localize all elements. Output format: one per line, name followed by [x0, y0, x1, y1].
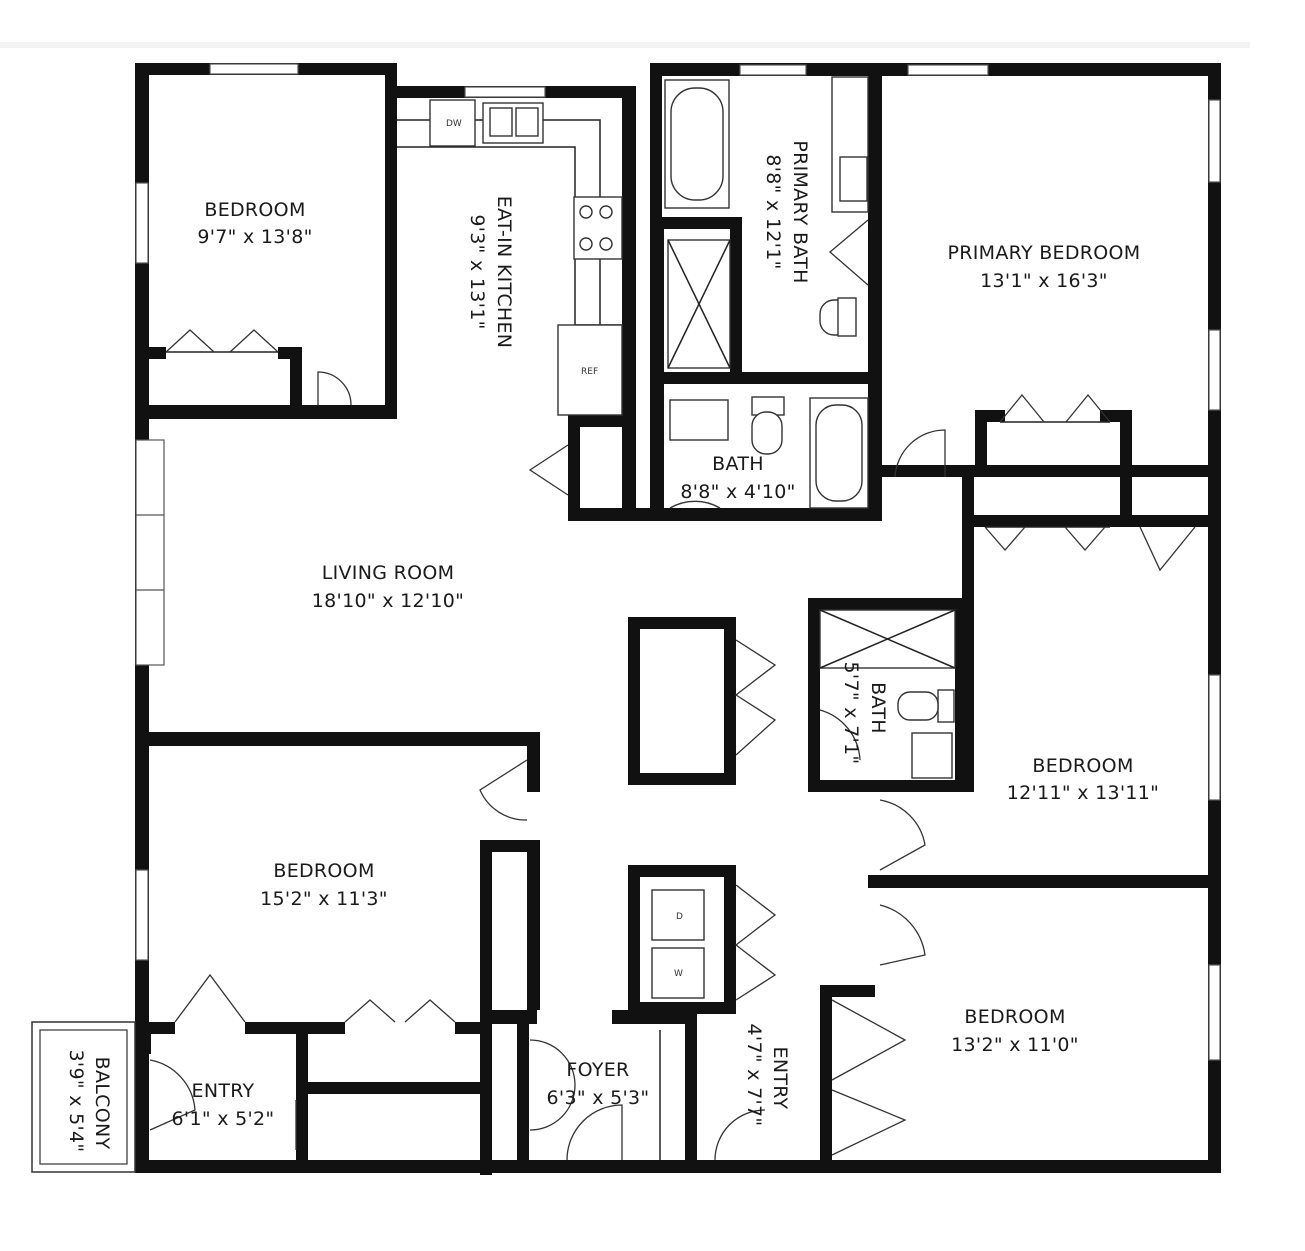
- bedroom-east-name: BEDROOM: [1032, 755, 1133, 777]
- bath-center-name: BATH: [712, 453, 764, 475]
- primary-bath-name: PRIMARY BATH: [789, 140, 811, 283]
- west-entry: [145, 1022, 485, 1172]
- bedroom-nw-walls: [135, 329, 397, 419]
- bedroom-nw-name: BEDROOM: [204, 199, 305, 221]
- balcony: [31, 1021, 136, 1173]
- bath-center: [669, 396, 869, 509]
- living-room-dims: 18'10" x 12'10": [312, 590, 464, 612]
- washer-label: W: [674, 969, 683, 979]
- balcony-name: BALCONY: [91, 1057, 113, 1150]
- primary-bedroom-dims: 13'1" x 16'3": [980, 270, 1108, 292]
- windows: [135, 63, 1221, 1061]
- bedroom-east-dims: 12'11" x 13'11": [1007, 782, 1159, 804]
- foyer-dims: 6'3" x 5'3": [547, 1087, 650, 1109]
- balcony-dims: 3'9" x 5'4": [65, 1050, 87, 1153]
- room-labels: BEDROOM 9'7" x 13'8" EAT-IN KITCHEN 9'3"…: [65, 140, 1159, 1152]
- entry-west-name: ENTRY: [192, 1080, 255, 1102]
- entry-west-dims: 6'1" x 5'2": [172, 1108, 275, 1130]
- bath-small-dims: 5'7" x 7'1": [840, 662, 862, 765]
- refrigerator-label: REF: [581, 367, 598, 377]
- entry-center-dims: 4'7" x 7'7": [743, 1024, 765, 1127]
- primary-bath: [650, 63, 882, 521]
- center-closets: D W: [628, 617, 777, 1014]
- foyer-name: FOYER: [566, 1059, 629, 1081]
- bedroom-sw-dims: 15'2" x 11'3": [260, 888, 388, 910]
- living-room-name: LIVING ROOM: [322, 562, 455, 584]
- bedroom-sw-name: BEDROOM: [273, 860, 374, 882]
- primary-bedroom-name: PRIMARY BEDROOM: [948, 242, 1141, 264]
- bedroom-se-dims: 13'2" x 11'0": [951, 1034, 1079, 1056]
- entry-center-name: ENTRY: [769, 1047, 791, 1110]
- kitchen-dims: 9'3" x 13'1": [466, 214, 488, 329]
- bath-center-dims: 8'8" x 4'10": [680, 481, 795, 503]
- bath-small-name: BATH: [867, 682, 889, 734]
- bedroom-se-name: BEDROOM: [964, 1006, 1065, 1028]
- foyer-entry: [492, 904, 926, 1173]
- bath-small: [808, 598, 968, 792]
- kitchen-name: EAT-IN KITCHEN: [493, 196, 515, 349]
- bedroom-nw-dims: 9'7" x 13'8": [197, 226, 312, 248]
- kitchen: DW REF: [397, 86, 880, 521]
- primary-bedroom-closet: [880, 393, 1220, 478]
- dryer-label: D: [676, 912, 683, 922]
- east-bedroom: [868, 477, 1213, 888]
- dishwasher-label: DW: [446, 119, 462, 129]
- primary-bath-dims: 8'8" x 12'1": [762, 154, 784, 269]
